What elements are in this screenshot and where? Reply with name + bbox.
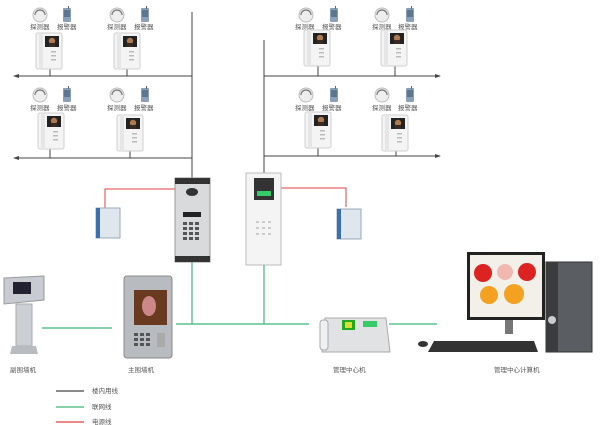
management-unit-label: 管理中心机	[333, 365, 366, 374]
alarm-label: 报警器	[398, 22, 418, 31]
secondary-gate-station	[3, 275, 45, 354]
detector-label: 探测器	[295, 103, 315, 112]
unit-row-2-right: 探测器 报警器 探测器 报警器	[295, 86, 418, 152]
detector-icon	[109, 7, 125, 23]
alarm-icon	[406, 6, 414, 22]
detector-label: 探测器	[30, 103, 50, 112]
network-wiring	[42, 262, 437, 329]
management-pc-label: 管理中心计算机	[494, 365, 540, 374]
unit-row-1-right: 探测器 报警器 探测器 报警器	[295, 6, 418, 67]
detector-label: 探测器	[295, 22, 315, 31]
detector-label: 探测器	[372, 103, 392, 112]
alarm-icon	[63, 6, 71, 22]
alarm-label: 报警器	[134, 22, 154, 31]
detector-icon	[32, 7, 48, 23]
main-gate-station	[123, 275, 173, 359]
detector-label: 探测器	[107, 103, 127, 112]
detector-icon	[298, 7, 314, 23]
detector-icon	[32, 87, 48, 103]
detector-label: 探测器	[107, 22, 127, 31]
secondary-gate-label: 副围墙机	[10, 365, 37, 374]
indoor-monitor-icon	[380, 29, 408, 67]
alarm-icon	[330, 6, 338, 22]
indoor-monitor-icon	[113, 32, 141, 70]
detector-label: 探测器	[30, 22, 50, 31]
detector-icon	[298, 87, 314, 103]
detector-icon	[109, 87, 125, 103]
indoor-monitor-icon	[303, 29, 331, 67]
alarm-label: 报警器	[134, 103, 154, 112]
alarm-label: 报警器	[322, 103, 342, 112]
legend-label-internal: 楼内用线	[92, 386, 119, 395]
detector-label: 探测器	[372, 22, 392, 31]
power-supply-icon	[336, 208, 362, 240]
alarm-icon	[406, 86, 414, 102]
indoor-monitor-icon	[116, 114, 144, 152]
door-station-white	[245, 172, 282, 266]
indoor-monitor-icon	[35, 32, 63, 70]
alarm-icon	[330, 86, 338, 102]
management-center-unit	[319, 317, 391, 353]
legend: 楼内用线 联网线 电源线	[56, 386, 119, 425]
indoor-monitor-icon	[304, 111, 332, 149]
indoor-monitor-icon	[37, 112, 65, 150]
management-computer	[418, 252, 593, 353]
detector-icon	[374, 7, 390, 23]
legend-label-power: 电源线	[92, 417, 112, 425]
legend-label-network: 联网线	[92, 402, 112, 411]
unit-row-2-left: 探测器 报警器 探测器 报警器	[30, 86, 154, 152]
alarm-icon	[141, 86, 149, 102]
alarm-icon	[63, 86, 71, 102]
alarm-label: 报警器	[398, 103, 418, 112]
alarm-label: 报警器	[322, 22, 342, 31]
alarm-label: 报警器	[57, 103, 77, 112]
alarm-icon	[141, 6, 149, 22]
indoor-monitor-icon	[381, 114, 409, 152]
main-gate-label: 主围墙机	[128, 365, 155, 374]
power-wiring	[104, 187, 347, 208]
unit-row-1-left: 探测器 报警器 探测器 报警器	[30, 6, 154, 70]
alarm-label: 报警器	[57, 22, 77, 31]
door-station-keypad	[174, 177, 211, 263]
power-supply-icon	[95, 207, 121, 239]
detector-icon	[374, 87, 390, 103]
